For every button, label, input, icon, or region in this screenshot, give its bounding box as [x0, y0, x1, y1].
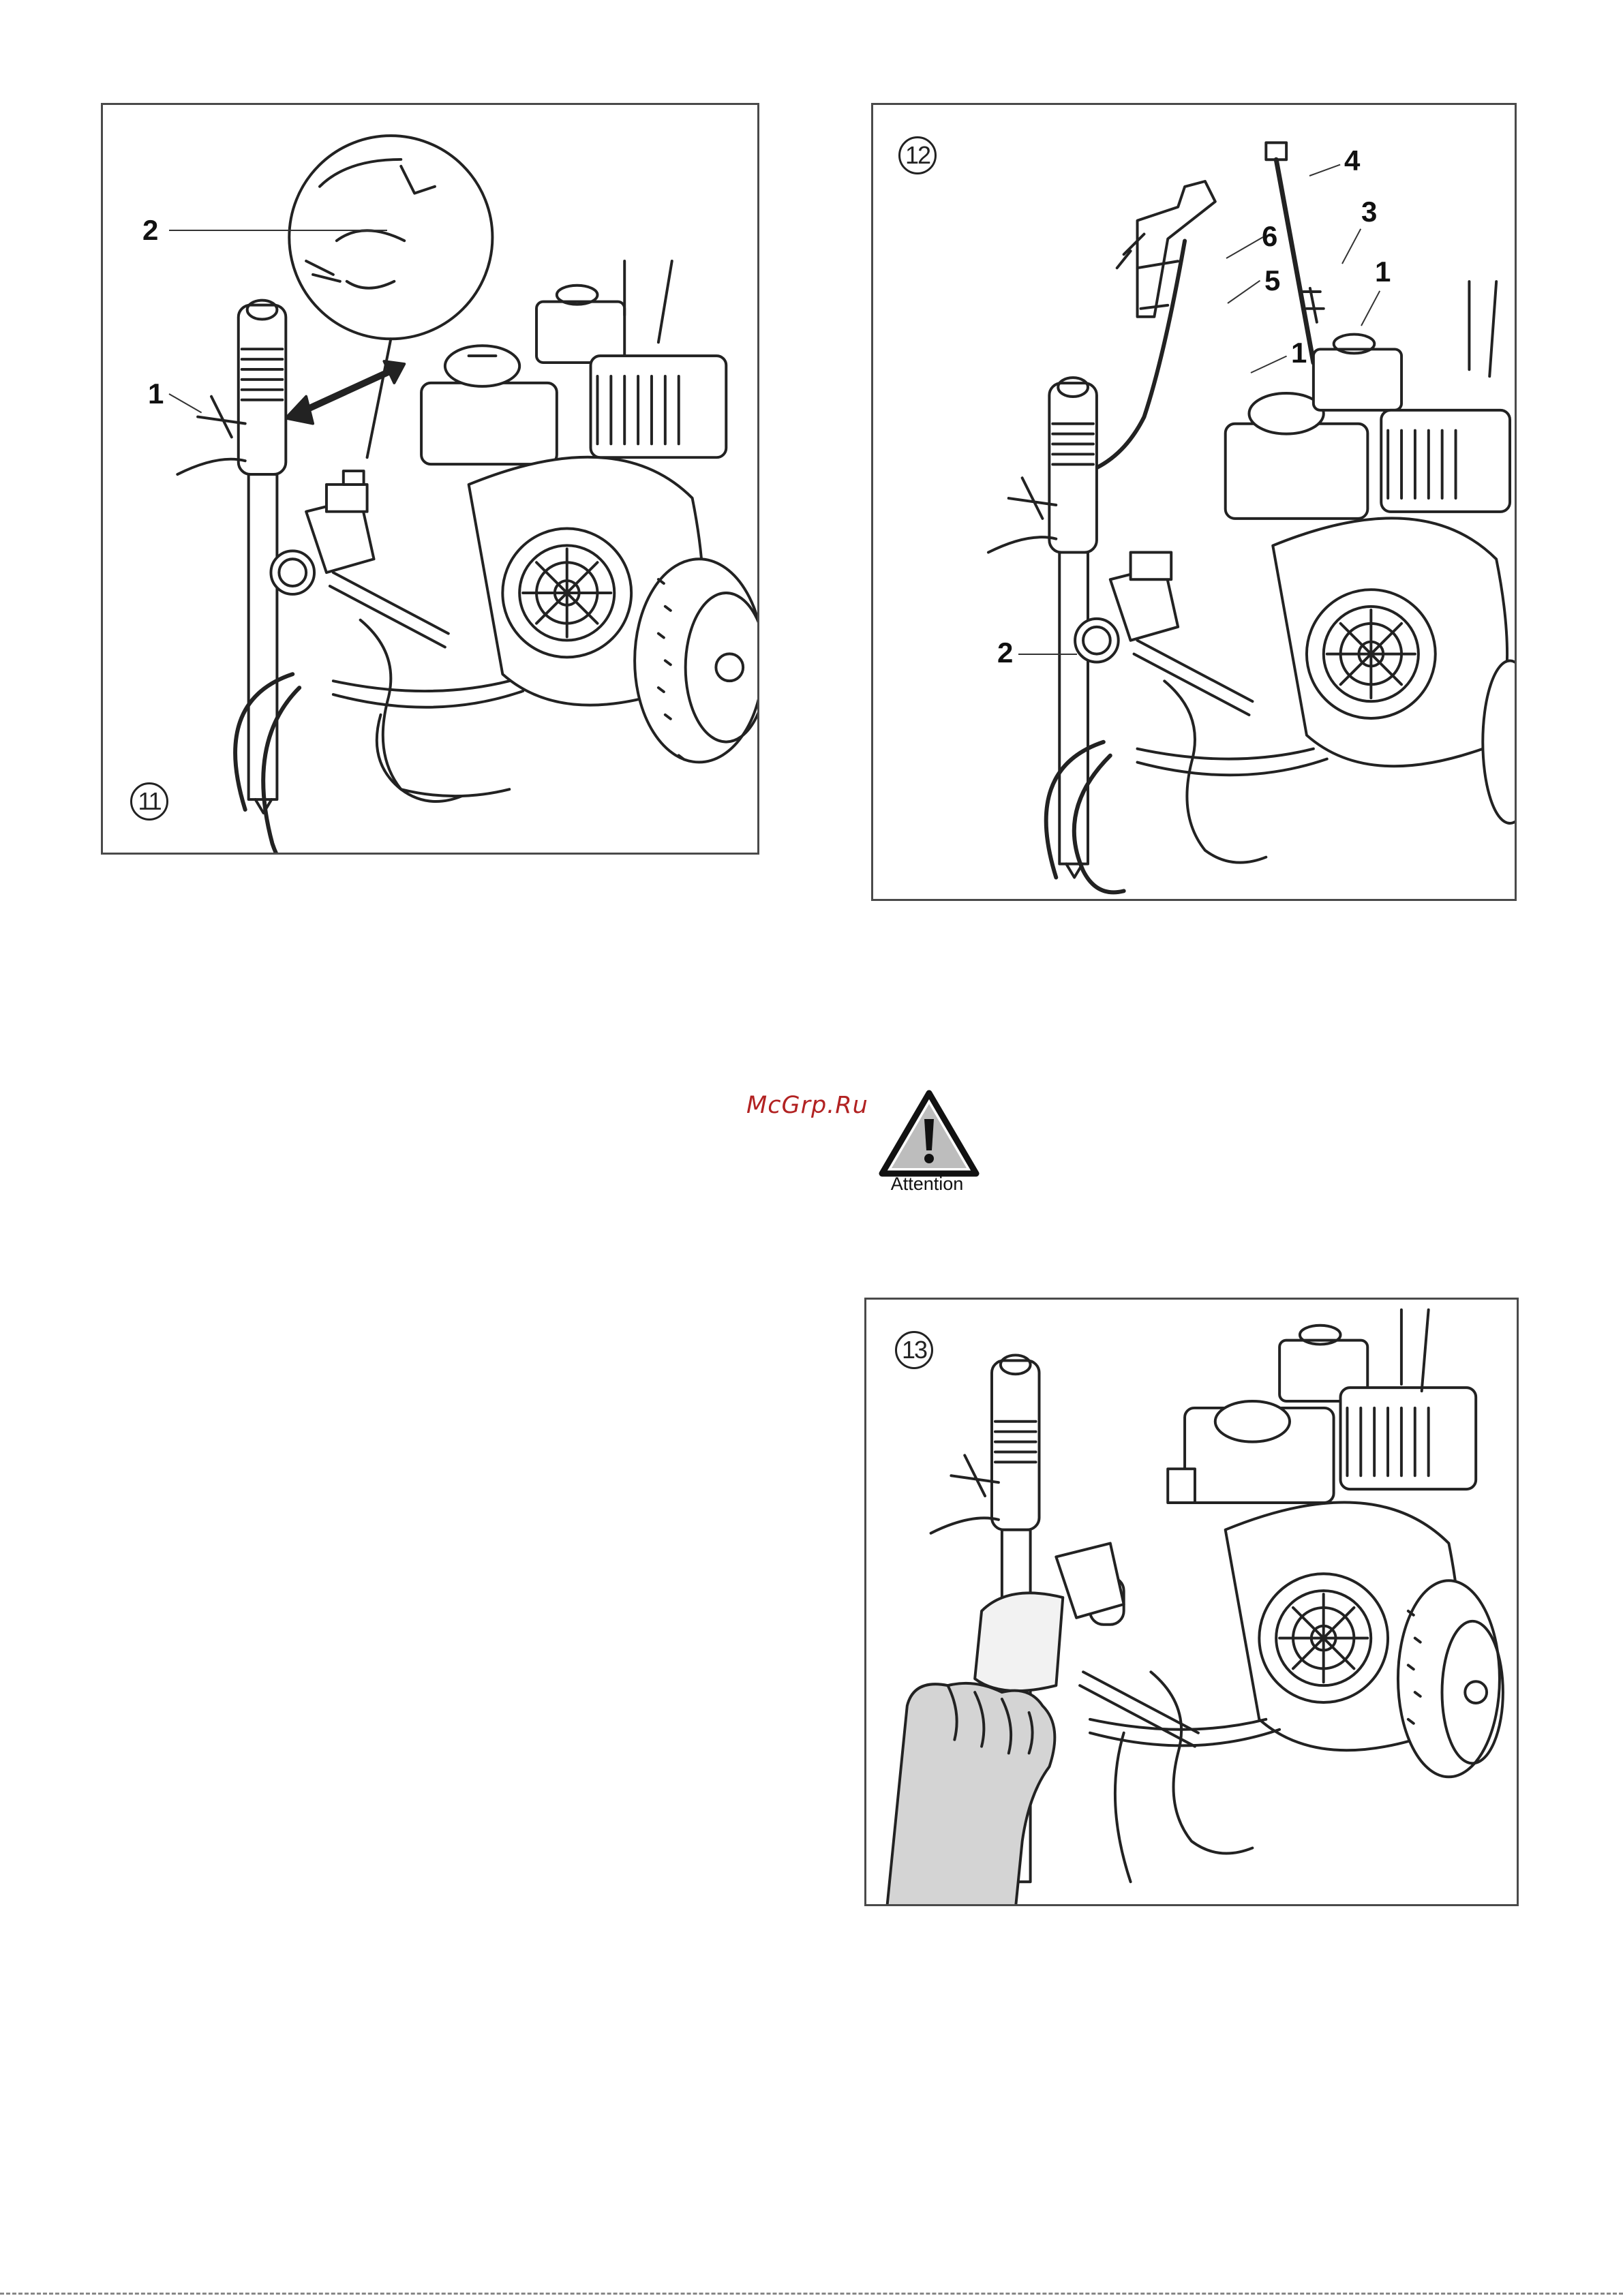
- fig12-drawing: [873, 105, 1515, 899]
- callout-2-leader: [1018, 654, 1077, 655]
- callout-4: 4: [1344, 147, 1360, 175]
- figure-13: 13: [864, 1298, 1519, 1906]
- fig13-drawing: [866, 1300, 1517, 1904]
- callout-2: 2: [142, 216, 158, 245]
- fig11-drawing: [103, 105, 757, 853]
- figure-number-11: 11: [130, 782, 168, 821]
- figure-11: 2 1 11: [101, 103, 759, 855]
- callout-1-top: 1: [1375, 258, 1391, 286]
- watermark: McGrp.Ru: [746, 1092, 868, 1119]
- callout-3: 3: [1361, 198, 1377, 226]
- callout-6: 6: [1262, 222, 1277, 251]
- figure-number-12: 12: [898, 136, 937, 174]
- figure-12: 4 6 3 1 5 1 2 12: [871, 103, 1517, 901]
- attention-label: Attention: [879, 1174, 975, 1195]
- callout-1-hose: 1: [1291, 339, 1307, 367]
- page-bottom-divider: [0, 2293, 1623, 2295]
- callout-2-leader: [169, 230, 387, 231]
- callout-1: 1: [148, 380, 164, 408]
- callout-2: 2: [997, 639, 1013, 667]
- figure-number-13: 13: [895, 1331, 933, 1369]
- callout-5: 5: [1264, 266, 1280, 295]
